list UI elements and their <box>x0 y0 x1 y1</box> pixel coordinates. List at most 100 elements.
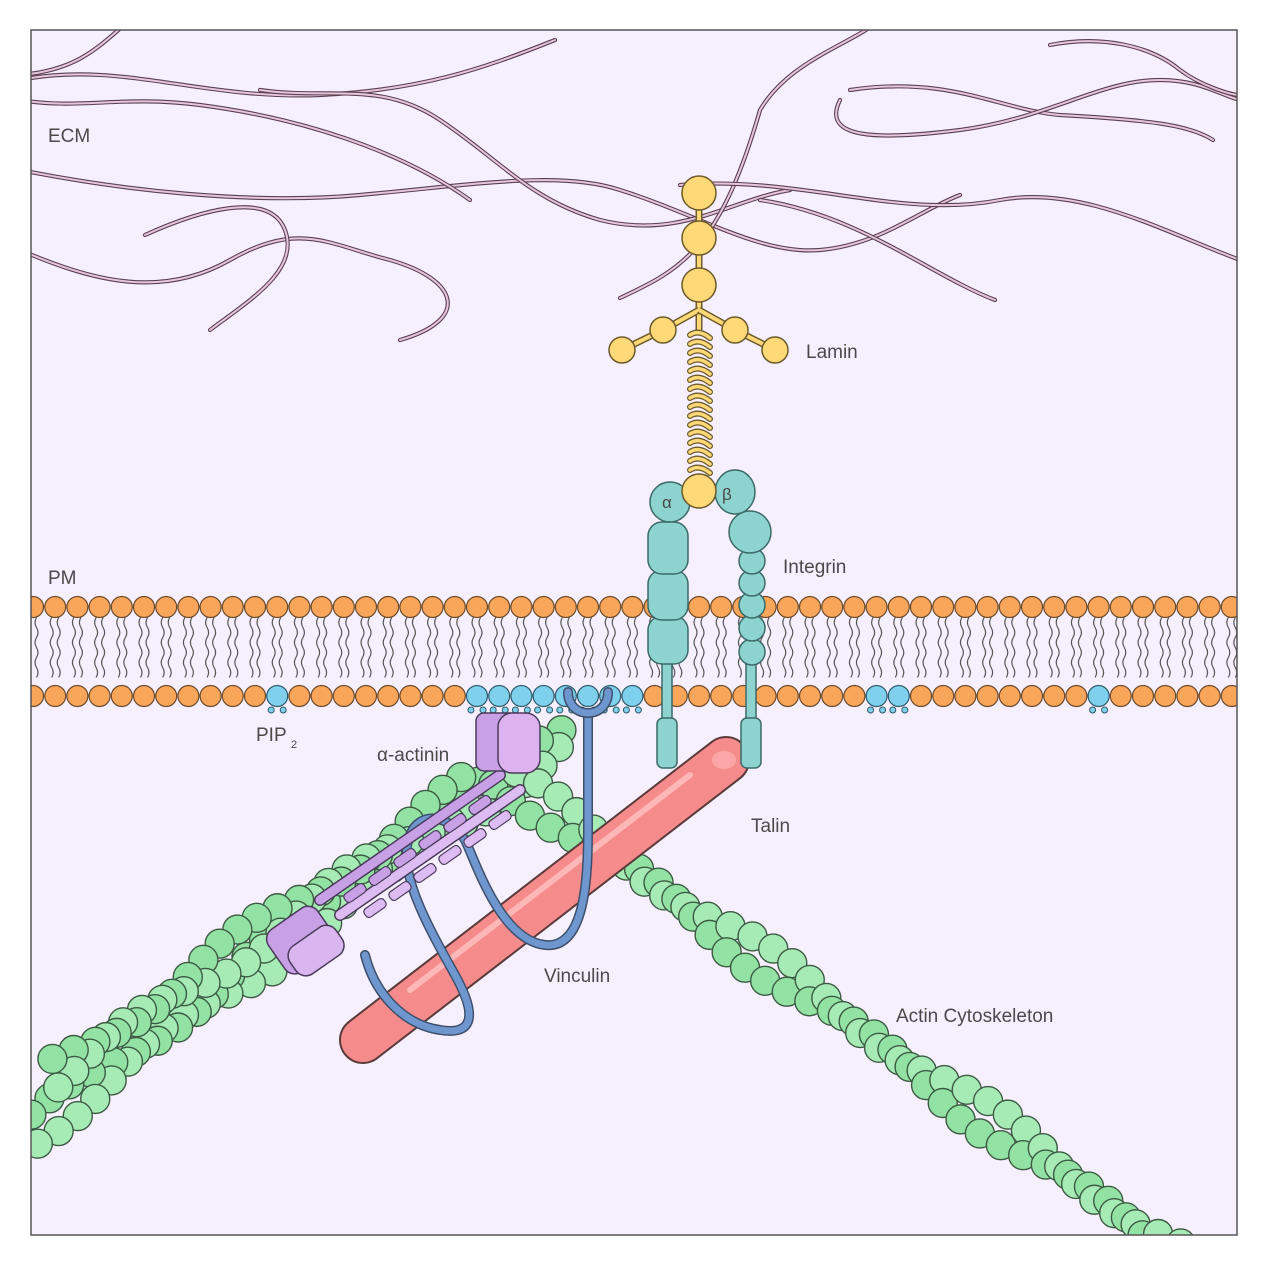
actinin-rod-segment <box>463 827 487 849</box>
pip2-head <box>887 684 910 708</box>
lipid-head <box>510 595 533 619</box>
lipid-head <box>399 595 422 619</box>
talin <box>339 736 750 1064</box>
pip2-head <box>488 684 511 708</box>
lipid-tail <box>234 617 239 678</box>
ecm-fiber-core <box>31 30 120 75</box>
lipid-tail <box>78 617 83 678</box>
lipid-tail <box>893 617 898 678</box>
lipid-head <box>1065 595 1088 619</box>
lipid-tail <box>1115 617 1120 678</box>
lamin-coil-turn-fill <box>688 348 712 358</box>
lipid-tail <box>545 617 550 678</box>
actinin-rod-segment <box>488 809 512 831</box>
lipid-tail <box>316 617 321 678</box>
ecm-fiber-core <box>31 100 471 201</box>
actin-monomer <box>1145 1239 1174 1263</box>
lipid-head <box>377 595 400 619</box>
lipid-tail <box>1204 617 1209 678</box>
pip2-phosphate <box>1101 706 1109 714</box>
pip2-phosphate <box>501 706 509 714</box>
lipid-head <box>88 595 111 619</box>
actin-monomer <box>43 1072 74 1103</box>
lipid-head <box>243 684 267 708</box>
lipid-head <box>532 595 555 619</box>
pip2-phosphate <box>889 706 897 714</box>
lipid-tail <box>116 617 121 678</box>
lipid-head <box>443 595 466 619</box>
lipid-head <box>132 595 156 619</box>
lipid-head <box>1244 686 1263 707</box>
lamin-coil-turn-fill <box>688 456 712 466</box>
ecm-fibers <box>31 30 1237 343</box>
lipid-head <box>66 684 89 708</box>
lamin-coil-turn-fill <box>688 375 712 385</box>
lipid-tail <box>1011 617 1016 678</box>
pip2-head <box>621 684 644 708</box>
lipid-head <box>155 595 178 619</box>
talin-label: Talin <box>751 816 790 837</box>
lipid-tail <box>966 617 971 678</box>
lipid-tail <box>722 617 727 678</box>
lipid-tail <box>1100 617 1105 678</box>
pip2-head <box>1087 684 1110 708</box>
lipid-head <box>1154 595 1177 619</box>
lipid-head <box>821 595 844 619</box>
lamin-coil-turn-fill <box>688 384 712 394</box>
actinin-rod-segment <box>388 880 412 902</box>
lipid-head <box>221 595 244 619</box>
lipid-head <box>1131 684 1155 708</box>
lipid-head <box>266 595 289 619</box>
lipid-head <box>1220 595 1237 619</box>
lipid-tail <box>1033 617 1038 678</box>
lipid-head <box>310 684 333 708</box>
lamin-coil-turn-fill <box>688 438 712 448</box>
pip2-phosphate <box>511 706 519 714</box>
lipid-head <box>1244 597 1263 618</box>
pip2-phosphate <box>479 706 487 714</box>
lipid-head <box>1109 684 1132 708</box>
lipid-head <box>1154 684 1177 708</box>
ecm-fiber-core <box>31 171 961 252</box>
lipid-head <box>998 595 1021 619</box>
lipid-tail <box>700 617 705 678</box>
pip2-phosphate <box>901 706 909 714</box>
pip2-phosphate <box>1089 706 1097 714</box>
lipid-head <box>710 684 733 708</box>
pip2-phosphate <box>867 706 875 714</box>
vinculin-label: Vinculin <box>544 966 610 987</box>
lipid-tail <box>271 617 276 678</box>
lipid-head <box>31 684 45 708</box>
lipid-head <box>1176 595 1199 619</box>
lipid-head <box>310 595 333 619</box>
pip2-subscript: 2 <box>291 739 297 751</box>
ecm-fiber-core <box>759 199 996 301</box>
lipid-tail <box>567 617 572 678</box>
lipid-tail <box>411 617 416 678</box>
pip2-phosphate <box>489 706 497 714</box>
lipid-tail <box>1233 617 1237 678</box>
actin-monomer <box>1142 1218 1174 1235</box>
lipid-tail <box>160 617 165 678</box>
lipid-tail <box>227 617 232 678</box>
lipid-head <box>932 595 955 619</box>
lamin-coil-turn-fill <box>688 393 712 403</box>
lipid-tail <box>94 617 99 678</box>
lamin-coil-turn-fill <box>688 330 712 340</box>
lipid-tail <box>434 617 439 678</box>
lipid-tail <box>900 617 905 678</box>
lipid-head <box>1198 684 1221 708</box>
lipid-head <box>554 595 577 619</box>
integrin-label: Integrin <box>783 557 846 578</box>
lipid-head <box>1109 595 1132 619</box>
lipid-head <box>110 684 133 708</box>
lipid-head <box>909 684 933 708</box>
lipid-tail <box>944 617 949 678</box>
lipid-head <box>576 595 600 619</box>
lipid-tail <box>538 617 543 678</box>
lipid-head <box>354 684 378 708</box>
lipid-tail <box>915 617 920 678</box>
lipid-tail <box>101 617 106 678</box>
lipid-tail <box>449 617 454 678</box>
lipid-tail <box>167 617 172 678</box>
